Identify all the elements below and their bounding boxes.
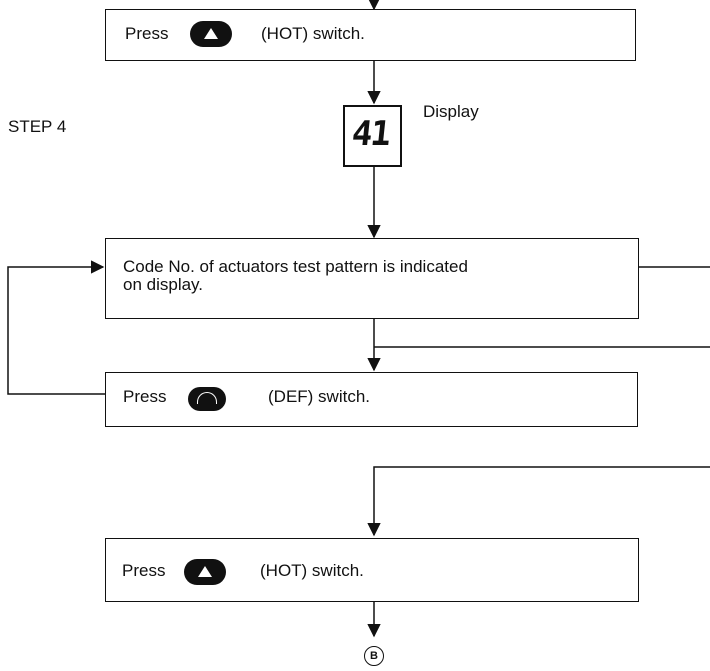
display-code: 41 <box>349 114 392 154</box>
defroster-icon <box>188 387 226 411</box>
display-frame <box>343 105 402 167</box>
hot-switch-label: (HOT) switch. <box>260 561 364 580</box>
box-code-indicated: Code No. of actuators test pattern is in… <box>105 238 639 319</box>
def-switch-label: (DEF) switch. <box>268 387 370 406</box>
hot-switch-label: (HOT) switch. <box>261 24 365 43</box>
press-label: Press <box>125 24 169 43</box>
press-label: Press <box>123 387 167 406</box>
code-text-line1: Code No. of actuators test pattern is in… <box>123 257 468 276</box>
hot-up-arrow-icon <box>184 559 226 585</box>
box-press-hot-1: Press (HOT) switch. <box>105 9 636 61</box>
code-text-line2: on display. <box>123 275 204 294</box>
line-incoming-right <box>367 466 710 537</box>
press-label: Press <box>122 561 166 580</box>
loop-back-line <box>7 260 106 395</box>
hot-up-arrow-icon <box>190 21 232 47</box>
display-label: Display <box>423 102 479 121</box>
box-press-def: Press (DEF) switch. <box>105 372 638 427</box>
connector-b: B <box>364 646 384 666</box>
step-label: STEP 4 <box>8 117 67 136</box>
box-press-hot-2: Press (HOT) switch. <box>105 538 639 602</box>
